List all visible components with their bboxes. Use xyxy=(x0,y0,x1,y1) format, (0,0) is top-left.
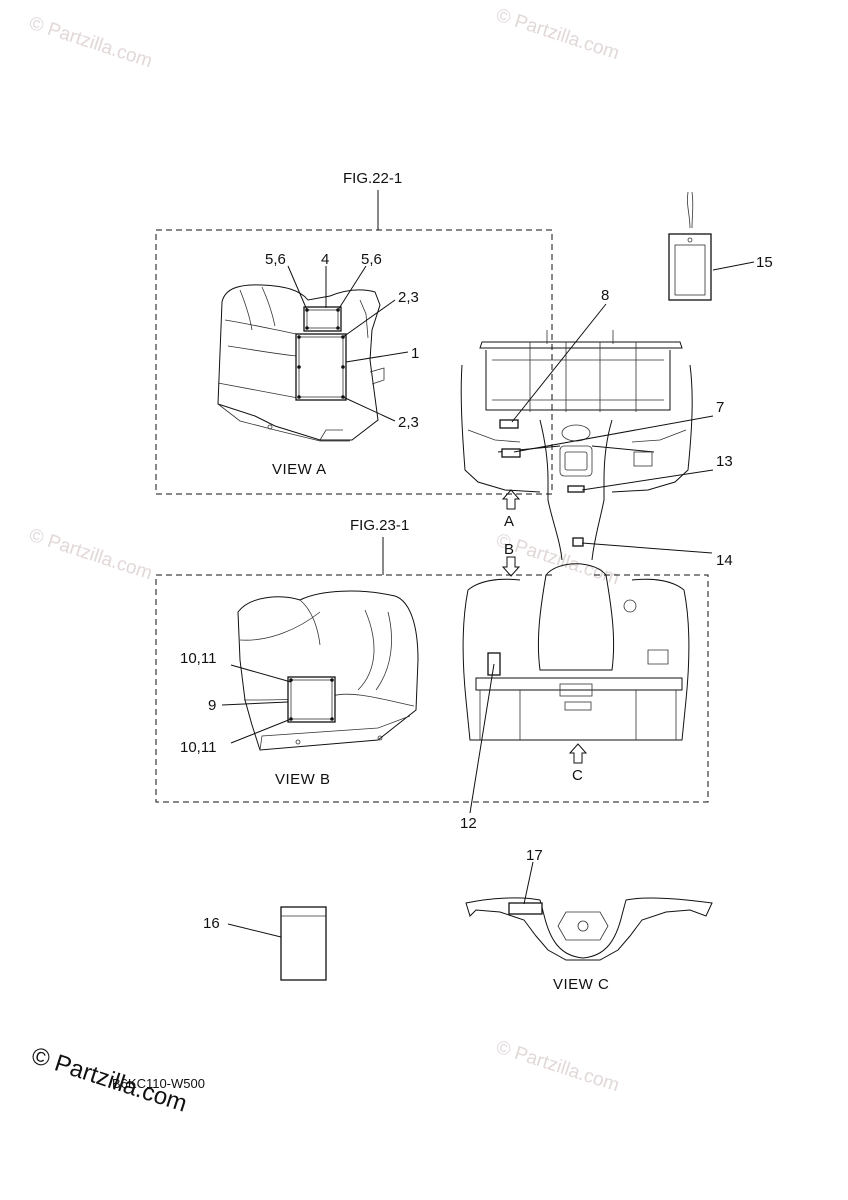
atv-top-view-drawing xyxy=(460,330,693,741)
view-b-group: FIG.23-1 10,11 9 10,11 VIEW B xyxy=(155,517,709,803)
callout-5-6-left: 5,6 xyxy=(265,251,286,268)
view-c-arrow-letter: C xyxy=(572,767,583,784)
view-a-dashed-frame xyxy=(155,229,553,495)
callout-10-11-top: 10,11 xyxy=(180,650,216,667)
decal-1 xyxy=(295,333,347,401)
decal-7 xyxy=(501,448,521,458)
view-c-label: VIEW C xyxy=(553,976,609,993)
callout-14: 14 xyxy=(716,552,733,569)
callout-1: 1 xyxy=(411,345,419,362)
watermark-top-left: © Partzilla.com xyxy=(26,13,154,73)
view-b-arrow-letter: B xyxy=(504,541,514,558)
callout-7: 7 xyxy=(716,399,724,416)
callout-5-6-right: 5,6 xyxy=(361,251,382,268)
watermark-top-right: © Partzilla.com xyxy=(493,5,621,65)
label-16: 16 xyxy=(203,906,327,981)
view-b-seat-drawing xyxy=(237,590,419,751)
view-a-arrow: A xyxy=(501,489,521,530)
view-b-dashed-frame xyxy=(155,574,709,803)
view-c-group: 17 VIEW C xyxy=(465,847,713,993)
decal-9 xyxy=(287,676,336,723)
view-a-fender-drawing xyxy=(217,284,385,442)
decal-8 xyxy=(499,419,519,429)
view-c-cover-drawing xyxy=(465,897,713,961)
diagram-code: B6KC110-W500 xyxy=(112,1076,205,1091)
view-c-arrow: C xyxy=(568,743,588,784)
fig23-label: FIG.23-1 xyxy=(350,517,409,534)
decal-14 xyxy=(572,537,584,547)
watermark-mid-left: © Partzilla.com xyxy=(26,525,154,585)
view-b-label: VIEW B xyxy=(275,771,331,788)
hang-tag-15: 15 xyxy=(668,191,773,301)
watermark-bottom-right: © Partzilla.com xyxy=(493,1037,621,1097)
callout-12: 12 xyxy=(460,815,477,832)
callout-9: 9 xyxy=(208,697,216,714)
view-a-label: VIEW A xyxy=(272,461,327,478)
callout-13: 13 xyxy=(716,453,733,470)
decal-17 xyxy=(508,902,543,915)
decal-13 xyxy=(567,485,585,493)
decal-4 xyxy=(303,306,342,332)
callout-4: 4 xyxy=(321,251,329,268)
callout-15: 15 xyxy=(756,254,773,271)
fig22-label: FIG.22-1 xyxy=(343,170,402,187)
callout-10-11-bottom: 10,11 xyxy=(180,739,216,756)
callout-17: 17 xyxy=(526,847,543,864)
callout-2-3-bottom: 2,3 xyxy=(398,414,419,431)
view-a-group: FIG.22-1 xyxy=(155,170,553,495)
callout-2-3-top: 2,3 xyxy=(398,289,419,306)
view-b-arrow: B xyxy=(501,541,521,577)
callout-8: 8 xyxy=(601,287,609,304)
view-a-arrow-letter: A xyxy=(504,513,514,530)
callout-16: 16 xyxy=(203,915,220,932)
